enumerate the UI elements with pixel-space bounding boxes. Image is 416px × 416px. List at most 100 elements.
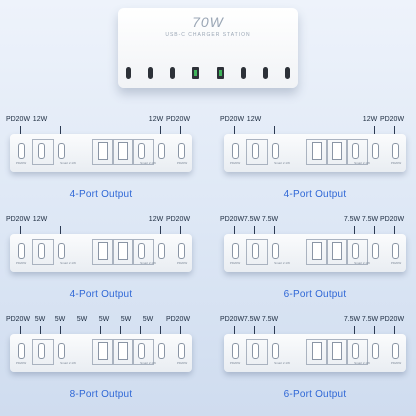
wattage-label: PD20W <box>5 316 31 323</box>
usb-c-port-icon <box>18 243 25 259</box>
wattage-label: PD20W <box>219 316 245 323</box>
wattage-label: 7.5W <box>343 216 361 223</box>
charger-device: PD20W Smart 2.1W Smart 2.1W PD20W <box>224 234 406 272</box>
wattage-label: 12W <box>362 116 378 123</box>
usb-c-port-icon <box>262 67 268 79</box>
usb-c-port-icon <box>158 143 165 159</box>
usb-c-port-icon <box>138 243 145 259</box>
usb-c-port-icon <box>178 243 185 259</box>
pd-port-label: PD20W <box>229 361 241 365</box>
pd-port-label: PD20W <box>176 361 188 365</box>
port-group-outline <box>32 339 54 365</box>
port-group-outline <box>346 139 368 165</box>
smart-port-label: Smart 2.1W <box>140 261 156 265</box>
usb-c-port-icon <box>252 343 259 359</box>
wattage-label: 5W <box>34 316 46 323</box>
wattage-label: 5W <box>120 316 132 323</box>
port-group-outline <box>132 339 154 365</box>
usb-c-port-icon <box>158 243 165 259</box>
charger-device: PD20W Smart 2.1W Smart 2.1W PD20W <box>10 334 192 372</box>
port-group-outline <box>246 239 268 265</box>
usb-c-port-icon <box>272 243 279 259</box>
wattage-label: PD20W <box>5 116 31 123</box>
usb-c-port-icon <box>392 143 399 159</box>
usb-c-port-icon <box>58 343 65 359</box>
usb-a-port-icon <box>312 142 322 160</box>
smart-port-label: Smart 2.1W <box>274 261 290 265</box>
wattage-label: 5W <box>98 316 110 323</box>
pd-port-label: PD20W <box>390 161 402 165</box>
wattage-label: 12W <box>246 116 262 123</box>
wattage-label: PD20W <box>379 116 405 123</box>
port-group-outline <box>92 139 114 165</box>
smart-port-label: Smart 2.1W <box>354 261 370 265</box>
usb-c-port-icon <box>252 243 259 259</box>
usb-c-port-icon <box>392 243 399 259</box>
usb-c-port-icon <box>18 143 25 159</box>
usb-c-port-icon <box>240 67 246 79</box>
port-group-outline <box>326 139 348 165</box>
usb-c-port-icon <box>38 243 45 259</box>
usb-a-port-icon <box>312 242 322 260</box>
usb-a-port-icon <box>98 242 108 260</box>
port-group-outline <box>112 239 134 265</box>
charger-product-image: 70W USB-C CHARGER STATION <box>118 8 298 88</box>
pd-port-label: PD20W <box>390 261 402 265</box>
wattage-label: 5W <box>142 316 154 323</box>
usb-c-port-icon <box>252 143 259 159</box>
port-group-outline <box>112 339 134 365</box>
usb-a-port-icon <box>118 242 128 260</box>
usb-a-port-icon <box>98 142 108 160</box>
wattage-label: 7.5W <box>261 216 279 223</box>
wattage-label: 7.5W <box>361 216 379 223</box>
wattage-label: 5W <box>76 316 88 323</box>
wattage-label: 7.5W <box>343 316 361 323</box>
pd-port-label: PD20W <box>229 261 241 265</box>
wattage-label: PD20W <box>165 116 191 123</box>
wattage-label: 12W <box>32 216 48 223</box>
usb-c-port-icon <box>352 243 359 259</box>
usb-c-port-icon <box>352 143 359 159</box>
smart-port-label: Smart 2.1W <box>140 361 156 365</box>
usb-c-port-icon <box>272 143 279 159</box>
usb-a-port-icon <box>98 342 108 360</box>
smart-port-label: Smart 2.1W <box>60 361 76 365</box>
port-group-outline <box>246 339 268 365</box>
pd-port-label: PD20W <box>176 161 188 165</box>
wattage-label: PD20W <box>379 316 405 323</box>
panel-title: 4-Port Output <box>69 189 133 200</box>
pd-port-label: PD20W <box>15 361 27 365</box>
usb-c-port-icon <box>178 143 185 159</box>
port-group-outline <box>92 239 114 265</box>
pd-port-label: PD20W <box>229 161 241 165</box>
usb-c-port-icon <box>178 343 185 359</box>
wattage-label: 12W <box>32 116 48 123</box>
usb-c-port-icon <box>38 343 45 359</box>
pd-port-label: PD20W <box>390 361 402 365</box>
wattage-label: 5W <box>54 316 66 323</box>
panel-title: 4-Port Output <box>283 189 347 200</box>
usb-c-port-icon <box>126 67 131 79</box>
usb-c-port-icon <box>58 243 65 259</box>
usb-a-port-icon <box>332 142 342 160</box>
charger-brand: 70W <box>192 14 224 30</box>
usb-c-port-icon <box>58 143 65 159</box>
smart-port-label: Smart 2.1W <box>60 161 76 165</box>
smart-port-label: Smart 2.1W <box>60 261 76 265</box>
port-group-outline <box>32 139 54 165</box>
usb-c-port-icon <box>148 67 154 79</box>
wattage-label: PD20W <box>5 216 31 223</box>
usb-c-port-icon <box>272 343 279 359</box>
pd-port-label: PD20W <box>15 161 27 165</box>
port-group-outline <box>306 339 328 365</box>
port-group-outline <box>306 139 328 165</box>
usb-a-port-icon <box>118 142 128 160</box>
